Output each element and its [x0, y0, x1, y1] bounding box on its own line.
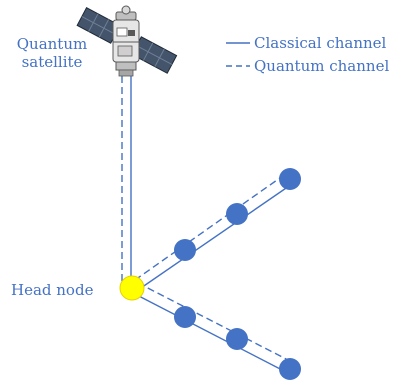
classical-channel-line	[132, 292, 287, 373]
legend-label-classical: Classical channel	[254, 34, 387, 52]
network-node	[174, 306, 196, 328]
network-node	[279, 168, 301, 190]
upper-branch-links	[134, 172, 293, 291]
quantum-channel-line	[137, 282, 293, 363]
network-node	[226, 203, 248, 225]
satellite-label: Quantum satellite	[6, 35, 98, 71]
satellite-downlink	[121, 76, 132, 284]
classical-channel-line	[137, 183, 293, 291]
network-node	[226, 328, 248, 350]
network-node	[174, 239, 196, 261]
dashed-line-icon	[226, 65, 250, 67]
legend-item-classical: Classical channel	[226, 34, 386, 52]
satellite-label-line2: satellite	[21, 53, 83, 71]
quantum-channel-line	[134, 172, 288, 281]
legend-item-quantum: Quantum channel	[226, 57, 389, 75]
satellite-label-line1: Quantum	[16, 35, 88, 53]
network-node	[279, 358, 301, 380]
satellite-icon	[76, 5, 178, 77]
head-node-label: Head node	[11, 281, 94, 299]
solid-line-icon	[226, 42, 250, 44]
legend-label-quantum: Quantum channel	[254, 57, 390, 75]
head-node	[119, 275, 145, 301]
lower-branch-links	[132, 282, 293, 373]
